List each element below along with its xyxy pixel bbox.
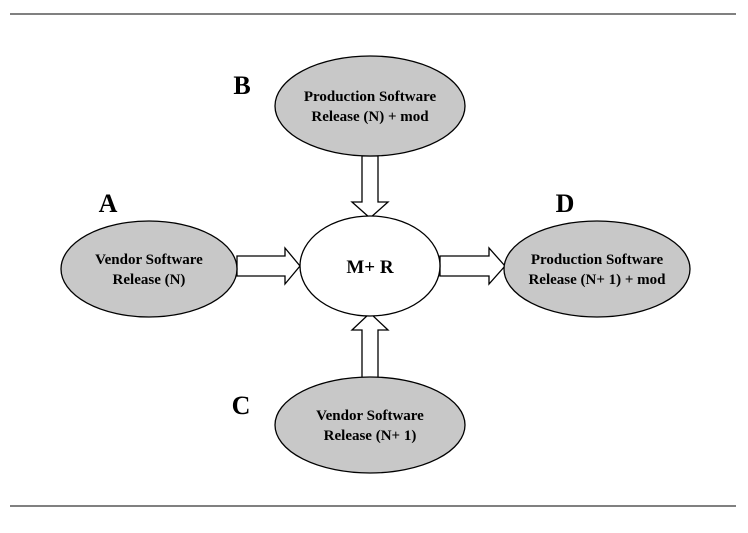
- arrow-a-to-center: [236, 246, 301, 286]
- node-d-line2: Release (N+ 1) + mod: [528, 272, 666, 288]
- label-c: C: [232, 391, 251, 420]
- node-a: Vendor Software Release (N): [60, 220, 238, 318]
- node-d-ellipse: [503, 220, 691, 318]
- node-b-line2: Release (N) + mod: [311, 109, 429, 125]
- node-c-line1: Vendor Software: [316, 408, 424, 424]
- label-b: B: [233, 71, 250, 100]
- arrow-b-to-center: [350, 155, 390, 219]
- node-b: Production Software Release (N) + mod: [274, 55, 466, 157]
- node-c: Vendor Software Release (N+ 1): [274, 376, 466, 474]
- center-label: M+ R: [346, 257, 394, 278]
- label-d: D: [556, 189, 575, 218]
- arrow-center-to-d: [439, 246, 506, 286]
- center-ellipse: [299, 215, 441, 317]
- node-a-line2: Release (N): [113, 272, 186, 288]
- label-a: A: [99, 189, 118, 218]
- node-b-line1: Production Software: [304, 89, 437, 105]
- node-center: M+ R: [299, 215, 441, 317]
- node-d: Production Software Release (N+ 1) + mod: [503, 220, 691, 318]
- node-b-ellipse: [274, 55, 466, 157]
- node-c-ellipse: [274, 376, 466, 474]
- node-c-line2: Release (N+ 1): [324, 428, 417, 444]
- node-a-line1: Vendor Software: [95, 252, 203, 268]
- node-a-ellipse: [60, 220, 238, 318]
- node-d-line1: Production Software: [531, 252, 664, 268]
- arrow-c-to-center: [350, 312, 390, 379]
